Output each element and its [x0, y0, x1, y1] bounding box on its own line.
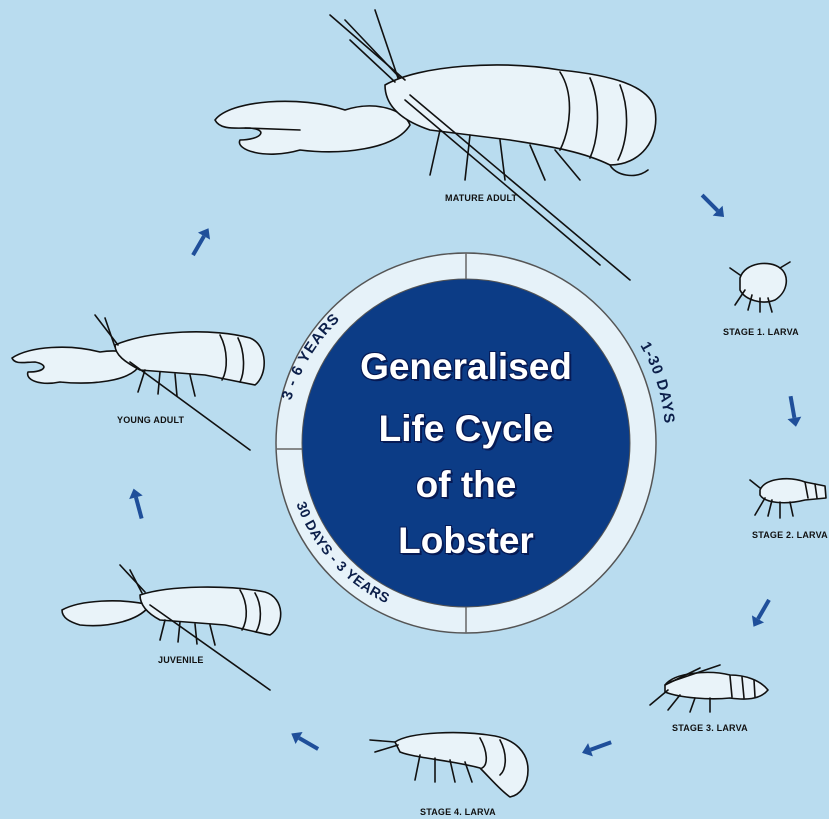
label-mature-adult: MATURE ADULT [445, 193, 517, 203]
label-stage-3-larva: STAGE 3. LARVA [672, 723, 748, 733]
stage-4-larva-icon [370, 733, 528, 797]
mature-adult-lobster-icon [215, 10, 656, 280]
arrow-icon [580, 736, 614, 760]
arrow-icon [697, 190, 729, 222]
arrow-icon [747, 596, 775, 630]
label-young-adult: YOUNG ADULT [117, 415, 184, 425]
stage-1-larva-icon [730, 262, 790, 312]
title-line-1: Generalised [316, 348, 616, 385]
young-adult-lobster-icon [12, 315, 264, 450]
arrow-icon [127, 487, 149, 521]
stage-3-larva-icon [650, 665, 768, 712]
arrow-icon [784, 395, 803, 428]
label-juvenile: JUVENILE [158, 655, 204, 665]
label-stage-2-larva: STAGE 2. LARVA [752, 530, 828, 540]
label-stage-4-larva: STAGE 4. LARVA [420, 807, 496, 817]
title-line-2: Life Cycle [316, 410, 616, 447]
arrow-icon [288, 727, 322, 755]
title-line-3: of the [316, 466, 616, 503]
stage-2-larva-icon [750, 479, 826, 518]
juvenile-lobster-icon [62, 565, 281, 690]
arrow-icon [187, 225, 215, 259]
label-stage-1-larva: STAGE 1. LARVA [723, 327, 799, 337]
title-line-4: Lobster [316, 522, 616, 559]
